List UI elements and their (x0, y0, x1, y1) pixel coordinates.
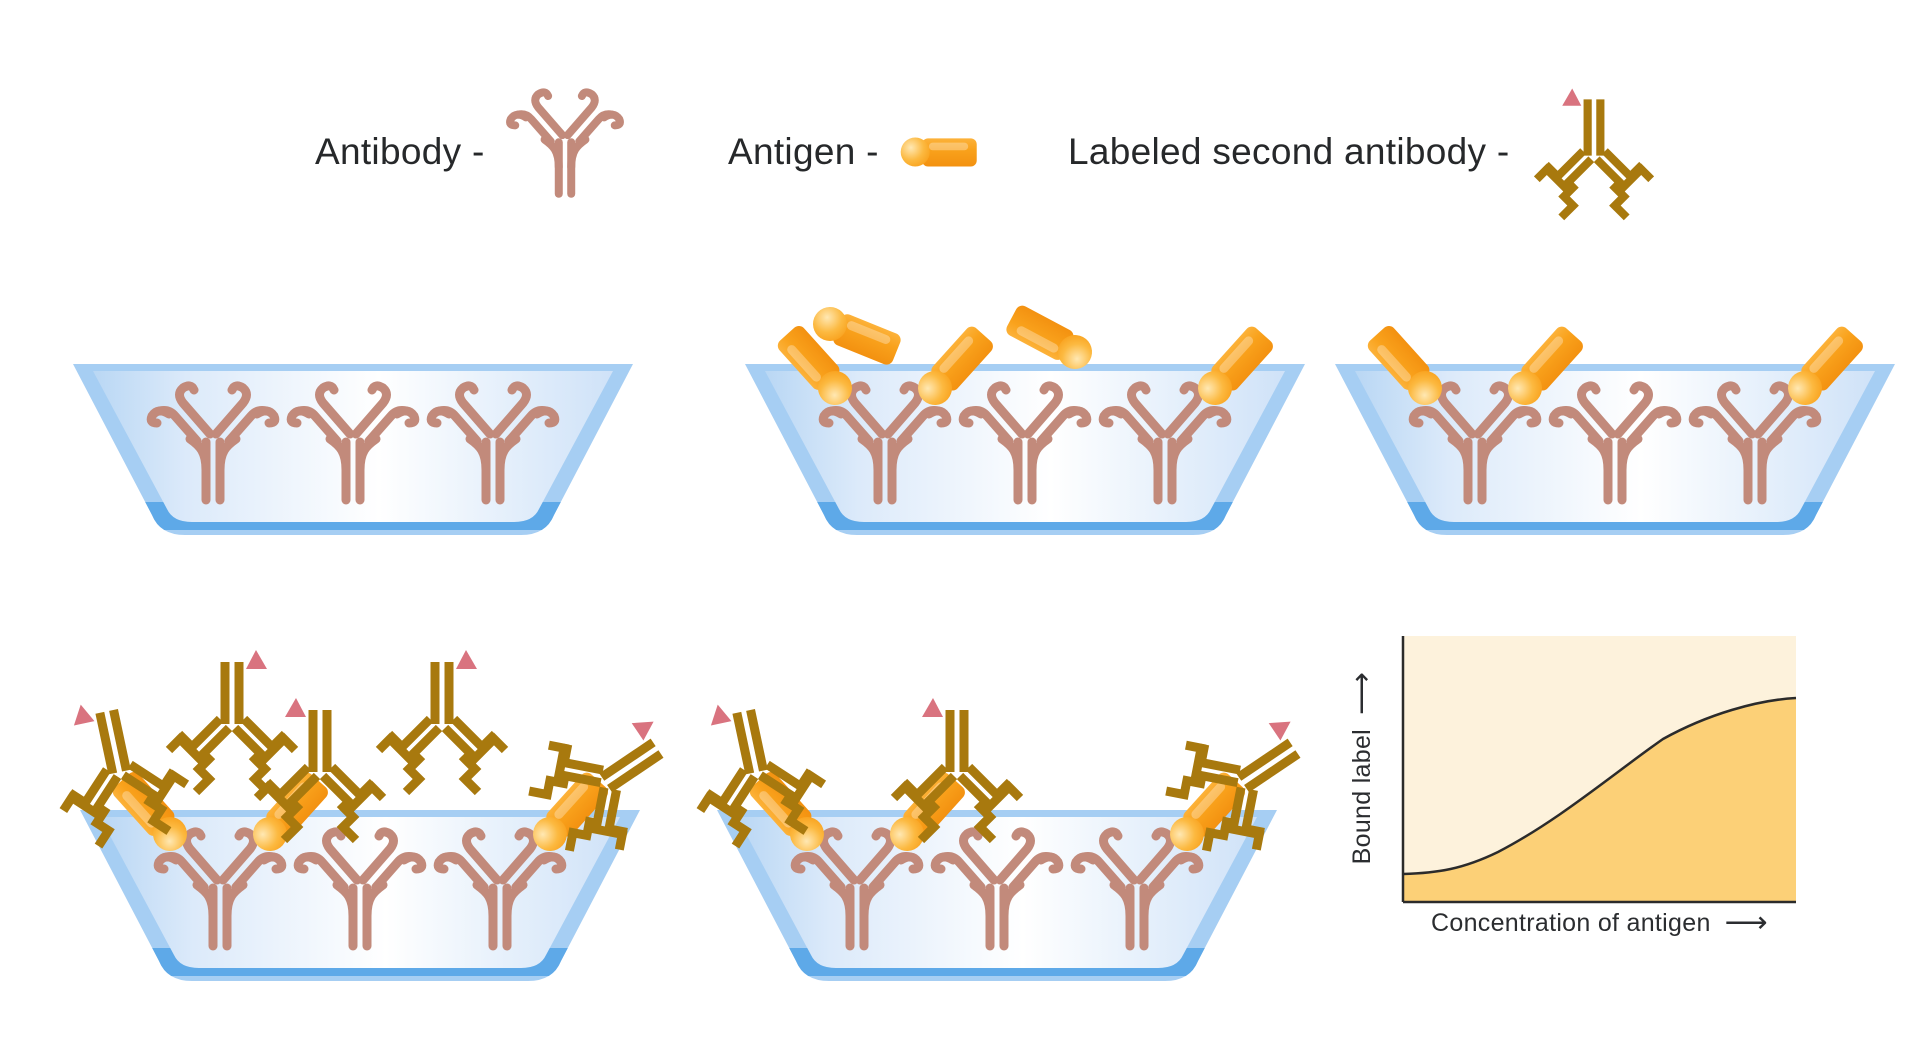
labeled-second-antibody-icon (1530, 83, 1658, 221)
legend-item-antibody: Antibody - (315, 92, 625, 212)
legend-label-labeled-antibody: Labeled second antibody - (1068, 131, 1510, 172)
well-step-1-antibodies-coated (73, 364, 633, 544)
legend-item-antigen: Antigen - (728, 92, 981, 212)
chart-curve (1402, 696, 1797, 876)
y-axis-arrow-icon: ⟶ (1345, 671, 1378, 715)
y-axis-label-text: Bound label (1347, 728, 1376, 865)
x-axis-label-text: Concentration of antigen (1431, 908, 1711, 937)
legend-label-antibody: Antibody - (315, 131, 485, 172)
labeled-second-antibody-icon (169, 650, 295, 792)
well-step-2-antigen-added (745, 301, 1305, 544)
bound-label-chart (1401, 636, 1797, 904)
legend-label-antigen: Antigen - (728, 131, 879, 172)
well-step-3-antigen-bound (1335, 323, 1895, 544)
well-step-5-labeled-antibody-bound (717, 640, 1337, 985)
well-step-4-labeled-antibody-added (80, 640, 700, 985)
x-axis-label: Concentration of antigen ⟶ (1403, 908, 1796, 938)
legend-item-labeled-antibody: Labeled second antibody - (1068, 92, 1658, 212)
antibody-icon (505, 96, 625, 208)
well-dish (73, 364, 633, 535)
y-axis-label: Bound label ⟶ (1344, 634, 1380, 902)
labeled-second-antibody-icon (379, 650, 505, 792)
antigen-icon (900, 137, 977, 167)
x-axis-arrow-icon: ⟶ (1724, 906, 1768, 939)
